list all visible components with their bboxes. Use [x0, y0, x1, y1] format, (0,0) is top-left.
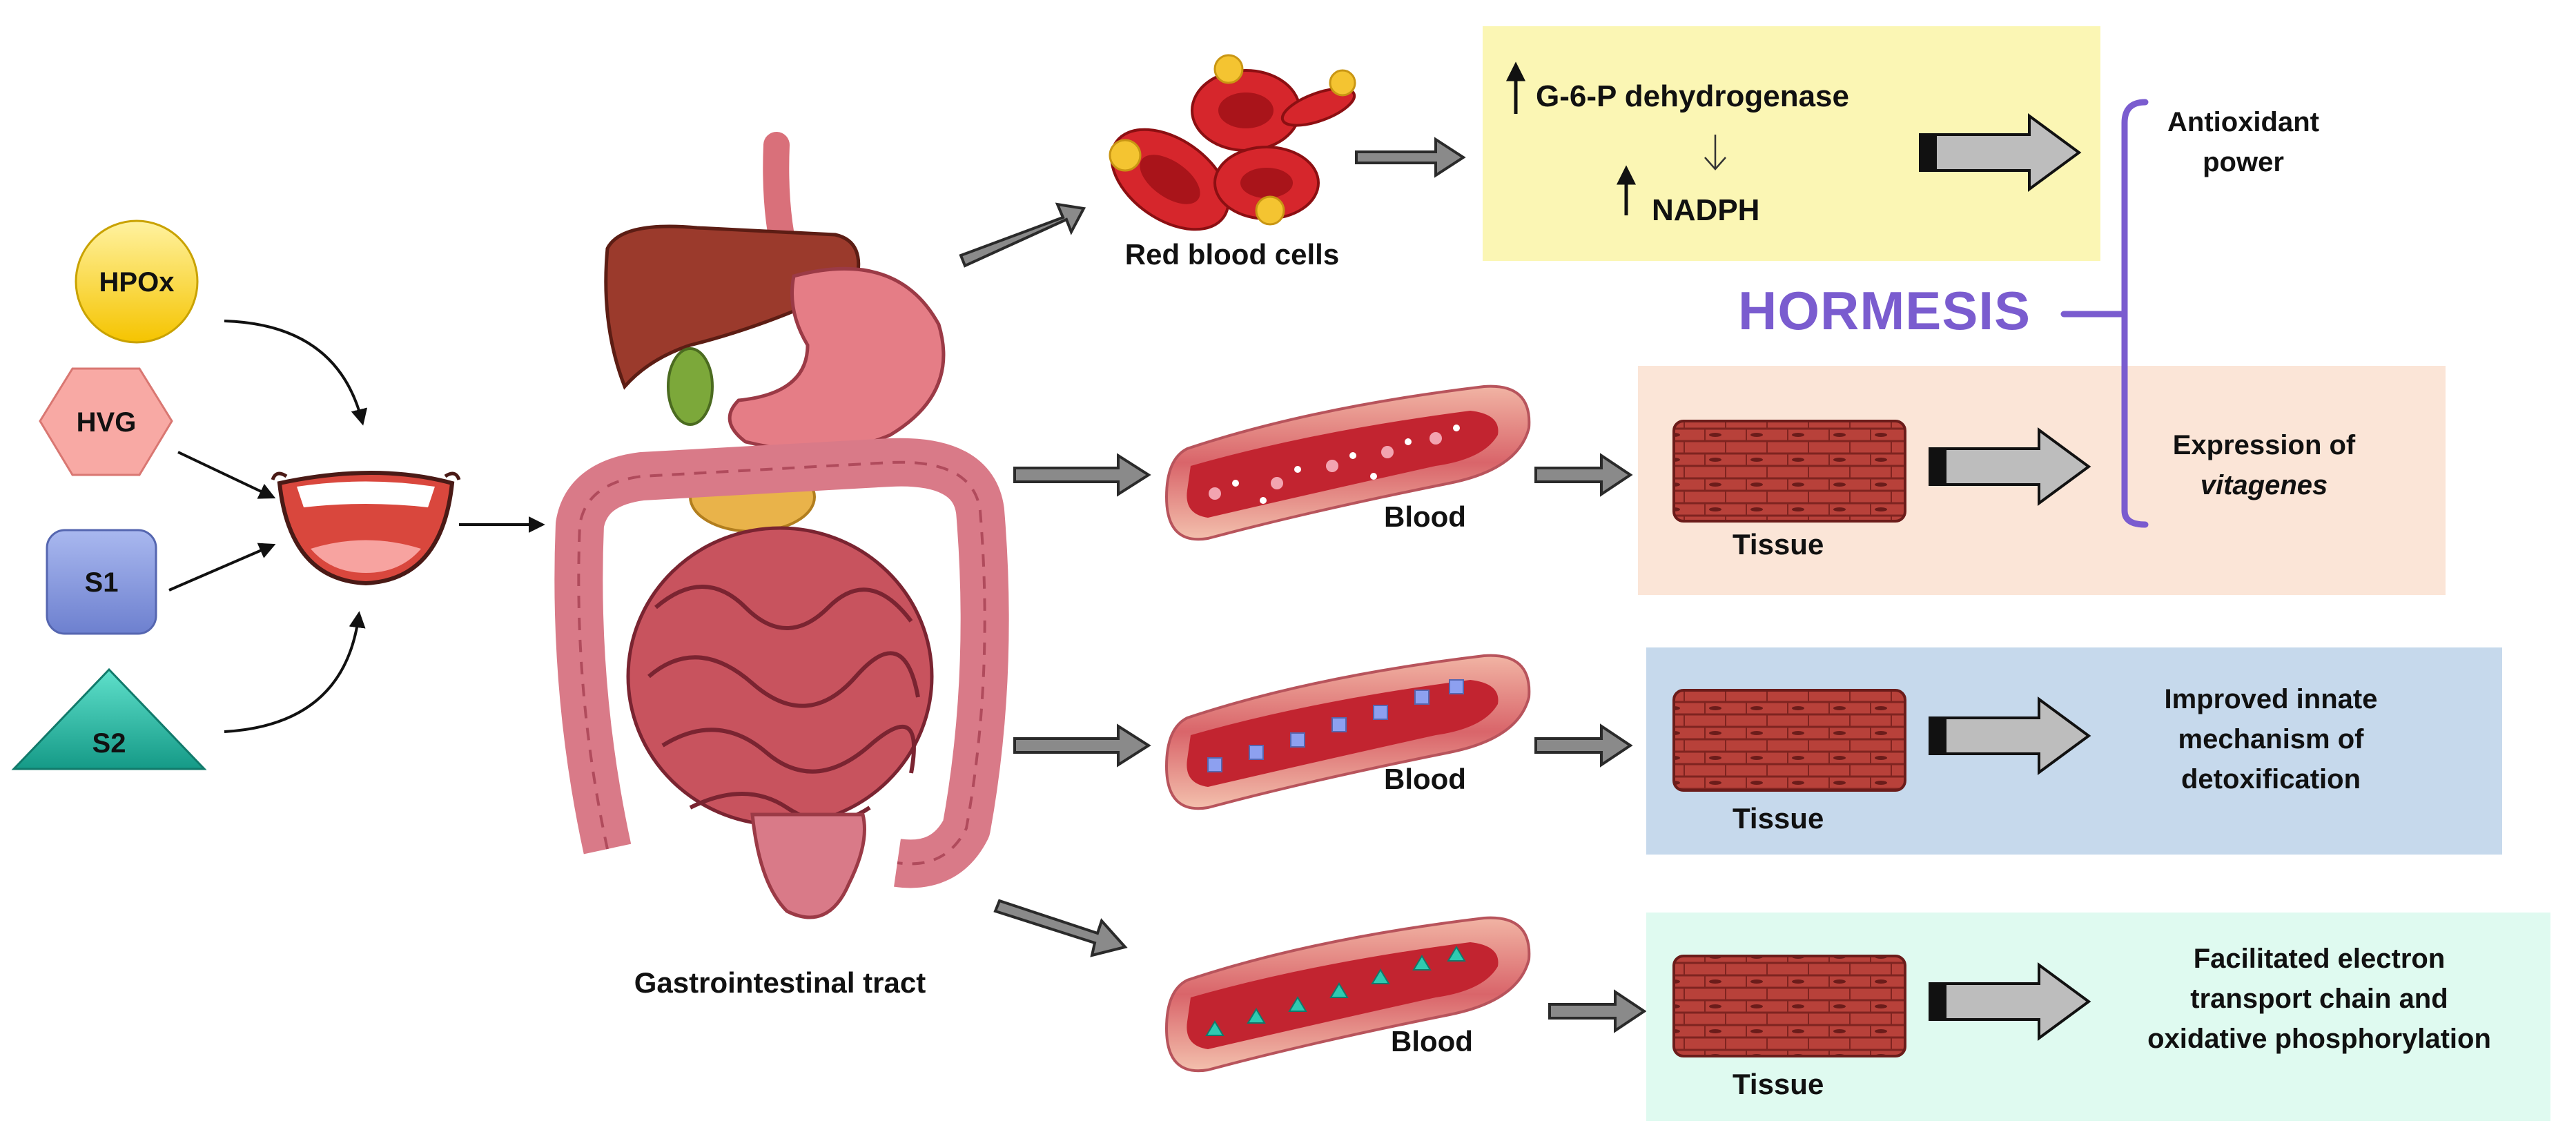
red-blood-cells-illustration [1109, 54, 1356, 231]
red-blood-cells-label: Red blood cells [1124, 238, 1340, 271]
hvg-molecule: HVG [39, 367, 173, 476]
outcome-vitagenes: Expression of vitagenes [2126, 425, 2402, 505]
vitagenes-line2: vitagenes [2200, 470, 2328, 500]
outcome-detox: Improved innate mechanism of detoxificat… [2105, 679, 2437, 799]
blood-vessel-2 [1164, 654, 1531, 810]
blood-vessel-3 [1164, 916, 1531, 1073]
blood-label-3: Blood [1391, 1025, 1473, 1057]
antioxidant-line1: Antioxidant [2167, 107, 2319, 137]
s2-label: S2 [92, 728, 126, 759]
tissue-label-1: Tissue [1733, 528, 1824, 560]
enzyme-up-arrows [1505, 61, 1637, 215]
etc-line1: Facilitated electron [2193, 944, 2446, 974]
detox-line2: mechanism of [2178, 724, 2364, 754]
outcome-arrows [1919, 113, 2091, 1041]
tissue-block-3 [1672, 955, 1906, 1057]
antioxidant-line2: power [2203, 147, 2284, 177]
tissue-block-1 [1672, 420, 1906, 523]
tissue-label-2: Tissue [1733, 802, 1824, 835]
hpox-molecule: HPOx [75, 220, 199, 344]
detox-line1: Improved innate [2164, 684, 2378, 714]
mouth-icon [271, 471, 461, 586]
outcome-antioxidant: Antioxidant power [2133, 102, 2354, 182]
hormesis-label: HORMESIS [1738, 280, 2031, 341]
tissue-block-2 [1672, 689, 1906, 792]
etc-line3: oxidative phosphorylation [2147, 1024, 2491, 1054]
s1-molecule: S1 [46, 529, 157, 635]
vitagenes-line1: Expression of [2172, 430, 2356, 460]
etc-line2: transport chain and [2190, 984, 2448, 1014]
tissue-label-3: Tissue [1733, 1068, 1824, 1100]
s2-molecule: S2 [11, 667, 207, 770]
blood-vessel-1 [1164, 384, 1531, 541]
hormesis-bracket [2060, 99, 2149, 528]
input-arrows [168, 320, 368, 733]
gi-pathway-arrows [959, 137, 1647, 1033]
gi-tract-illustration [554, 132, 1009, 919]
enzyme-line2: NADPH [1652, 193, 1760, 227]
blood-label-2: Blood [1384, 763, 1466, 795]
blood-label-1: Blood [1384, 500, 1466, 533]
gi-tract-label: Gastrointestinal tract [634, 966, 926, 999]
outcome-etc: Facilitated electron transport chain and… [2098, 939, 2540, 1059]
detox-line3: detoxification [2180, 764, 2361, 794]
enzyme-down-arrow [1704, 135, 1726, 170]
hvg-label: HVG [77, 407, 137, 438]
s1-label: S1 [85, 567, 119, 598]
hpox-label: HPOx [99, 267, 175, 298]
enzyme-line1: G-6-P dehydrogenase [1536, 79, 1849, 113]
